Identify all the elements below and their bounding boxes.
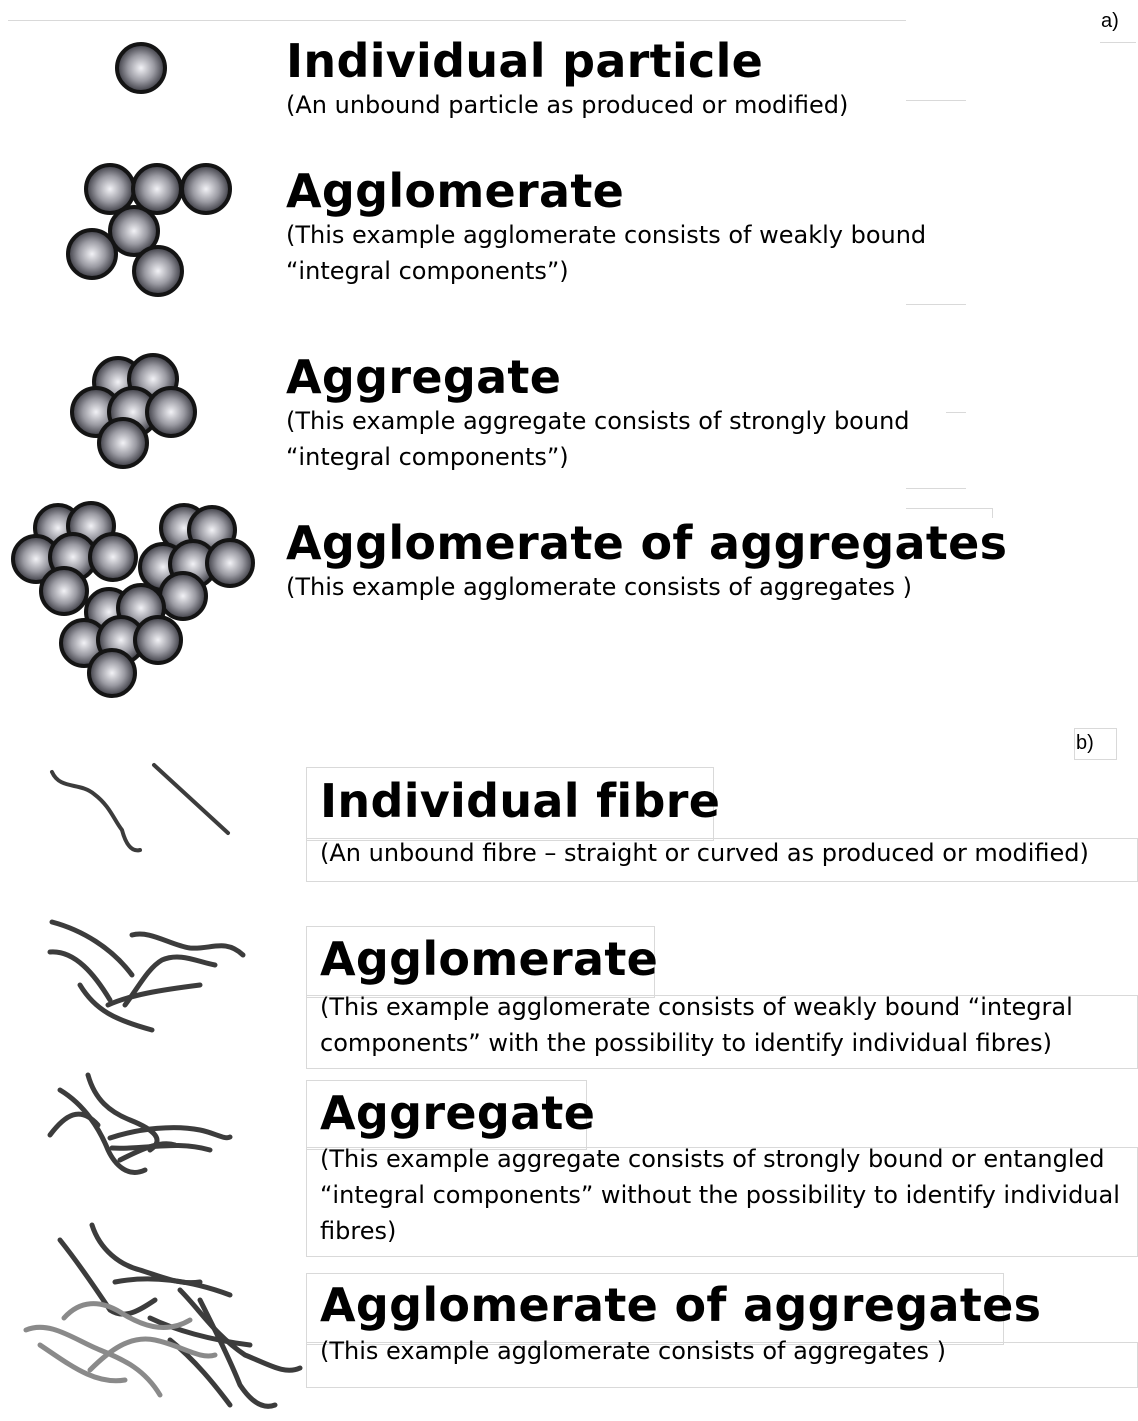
fibre-strand [88,1075,157,1150]
fibre-strand [92,1225,200,1283]
agglomerate-aggregates-particle [41,568,87,614]
fibre-strand [115,1279,230,1295]
agglomerate-aggregates-particle [207,540,253,586]
agglomerate-particle [182,165,230,213]
fibre-strand [80,985,152,1030]
agglomerate-particle [86,165,134,213]
aggregate-particle [147,388,195,436]
agglomerate-aggregates-particle [135,617,181,663]
agglomerate-aggregates-particle [160,573,206,619]
individual-particle [117,44,165,92]
aggregate-particle [99,419,147,467]
fibre-strand [50,952,110,1000]
fibre-strand [200,1300,275,1406]
fibre-straight [154,765,228,833]
particle-illustrations [13,44,253,696]
fibre-strand [108,985,200,1005]
fibre-strand [125,957,215,1005]
fibre-strand [132,934,243,955]
fibre-strand [180,1290,300,1370]
fibre-strand [110,1128,230,1138]
agglomerate-particle [68,230,116,278]
fibre-strand-light [64,1304,190,1328]
fibre-curved [52,772,140,850]
fibre-illustrations [26,765,300,1406]
agglomerate-aggregates-particle [89,650,135,696]
fibre-strand [50,1114,98,1135]
agglomerate-aggregates-particle [90,534,136,580]
agglomerate-particle [134,247,182,295]
fibre-strand [52,922,132,975]
